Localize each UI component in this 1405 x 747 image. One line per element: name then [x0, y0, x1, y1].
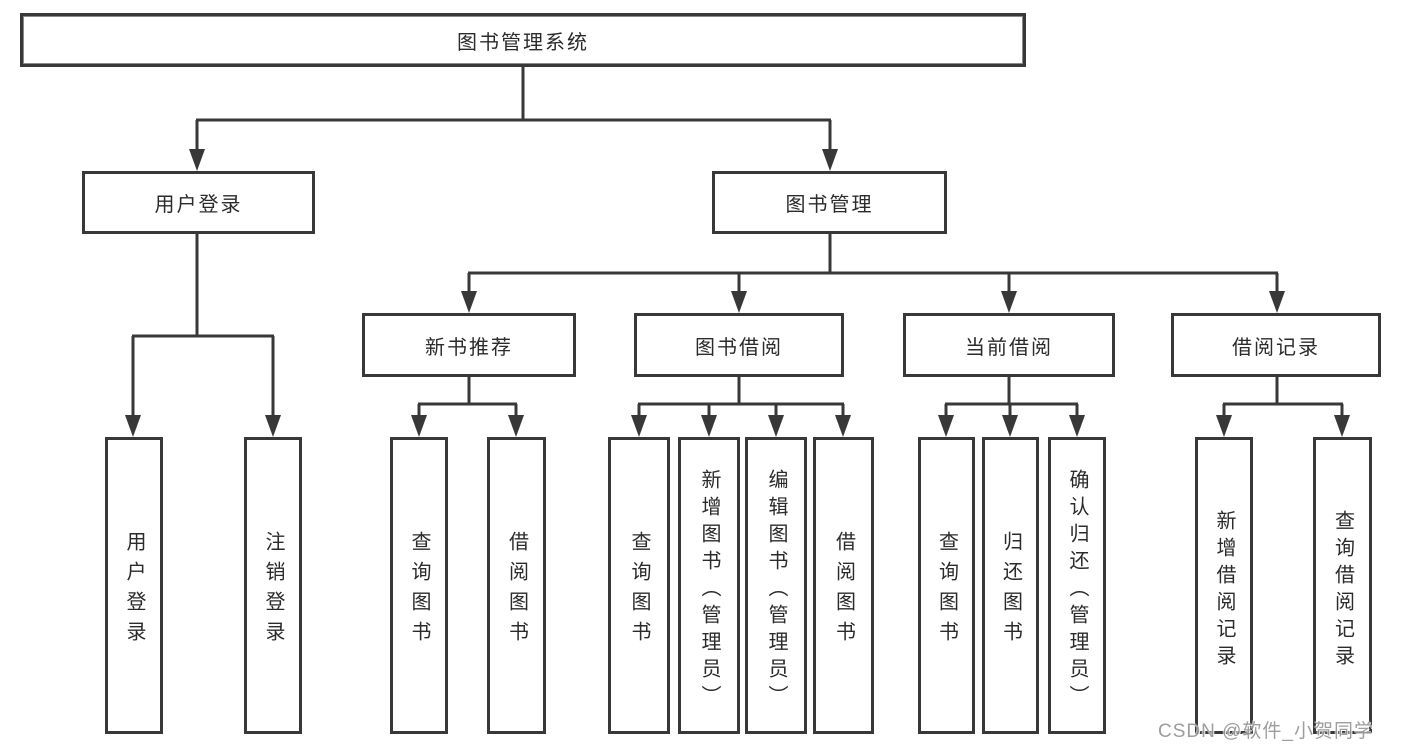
leaf-borrow-books-2: 借阅图书 [813, 437, 874, 734]
node-borrowing-records: 借阅记录 [1171, 313, 1381, 377]
csdn-watermark: CSDN @软件_小贺同学 [1158, 721, 1374, 742]
node-root-system: 图书管理系统 [20, 13, 1026, 67]
node-current-borrowing: 当前借阅 [903, 313, 1115, 377]
node-borrowing-records-label: 借阅记录 [1232, 336, 1320, 359]
node-new-book-recommend: 新书推荐 [362, 313, 576, 377]
leaf-logout: 注销登录 [244, 437, 302, 734]
leaf-query-books-2: 查询图书 [608, 437, 670, 734]
leaf-borrow-books-1-label: 借阅图书 [505, 530, 528, 651]
leaf-confirm-return-admin-label: 确认归还（管理员） [1066, 469, 1088, 712]
node-book-borrowing-label: 图书借阅 [695, 336, 783, 359]
leaf-query-borrow-record-label: 查询借阅记录 [1331, 509, 1354, 672]
leaf-query-books-3-label: 查询图书 [935, 530, 958, 651]
leaf-query-books-3: 查询图书 [918, 437, 975, 734]
node-book-borrowing: 图书借阅 [634, 313, 844, 377]
leaf-user-login: 用户登录 [105, 437, 163, 734]
node-user-login-label: 用户登录 [154, 194, 243, 216]
leaf-add-borrow-record-label: 新增借阅记录 [1213, 509, 1235, 672]
leaf-logout-label: 注销登录 [262, 530, 284, 651]
leaf-return-books-label: 归还图书 [999, 530, 1022, 651]
node-current-borrowing-label: 当前借阅 [965, 336, 1053, 359]
leaf-query-books-1: 查询图书 [390, 437, 448, 734]
leaf-add-books-admin-label: 新增图书（管理员） [698, 469, 720, 712]
node-book-management-label: 图书管理 [785, 194, 874, 216]
node-user-login: 用户登录 [82, 171, 315, 234]
leaf-add-borrow-record: 新增借阅记录 [1195, 437, 1253, 734]
node-book-management: 图书管理 [712, 171, 947, 234]
leaf-return-books: 归还图书 [982, 437, 1039, 734]
leaf-edit-books-admin-label: 编辑图书（管理员） [765, 469, 787, 712]
leaf-borrow-books-2-label: 借阅图书 [832, 530, 855, 651]
leaf-edit-books-admin: 编辑图书（管理员） [745, 437, 807, 734]
leaf-user-login-label: 用户登录 [123, 530, 145, 651]
leaf-query-borrow-record: 查询借阅记录 [1313, 437, 1372, 734]
node-root-label: 图书管理系统 [457, 31, 589, 54]
leaf-borrow-books-1: 借阅图书 [487, 437, 546, 734]
node-new-book-recommend-label: 新书推荐 [425, 336, 513, 359]
leaf-query-books-2-label: 查询图书 [628, 530, 650, 651]
leaf-confirm-return-admin: 确认归还（管理员） [1048, 437, 1106, 734]
leaf-add-books-admin: 新增图书（管理员） [678, 437, 740, 734]
leaf-query-books-1-label: 查询图书 [408, 530, 430, 651]
